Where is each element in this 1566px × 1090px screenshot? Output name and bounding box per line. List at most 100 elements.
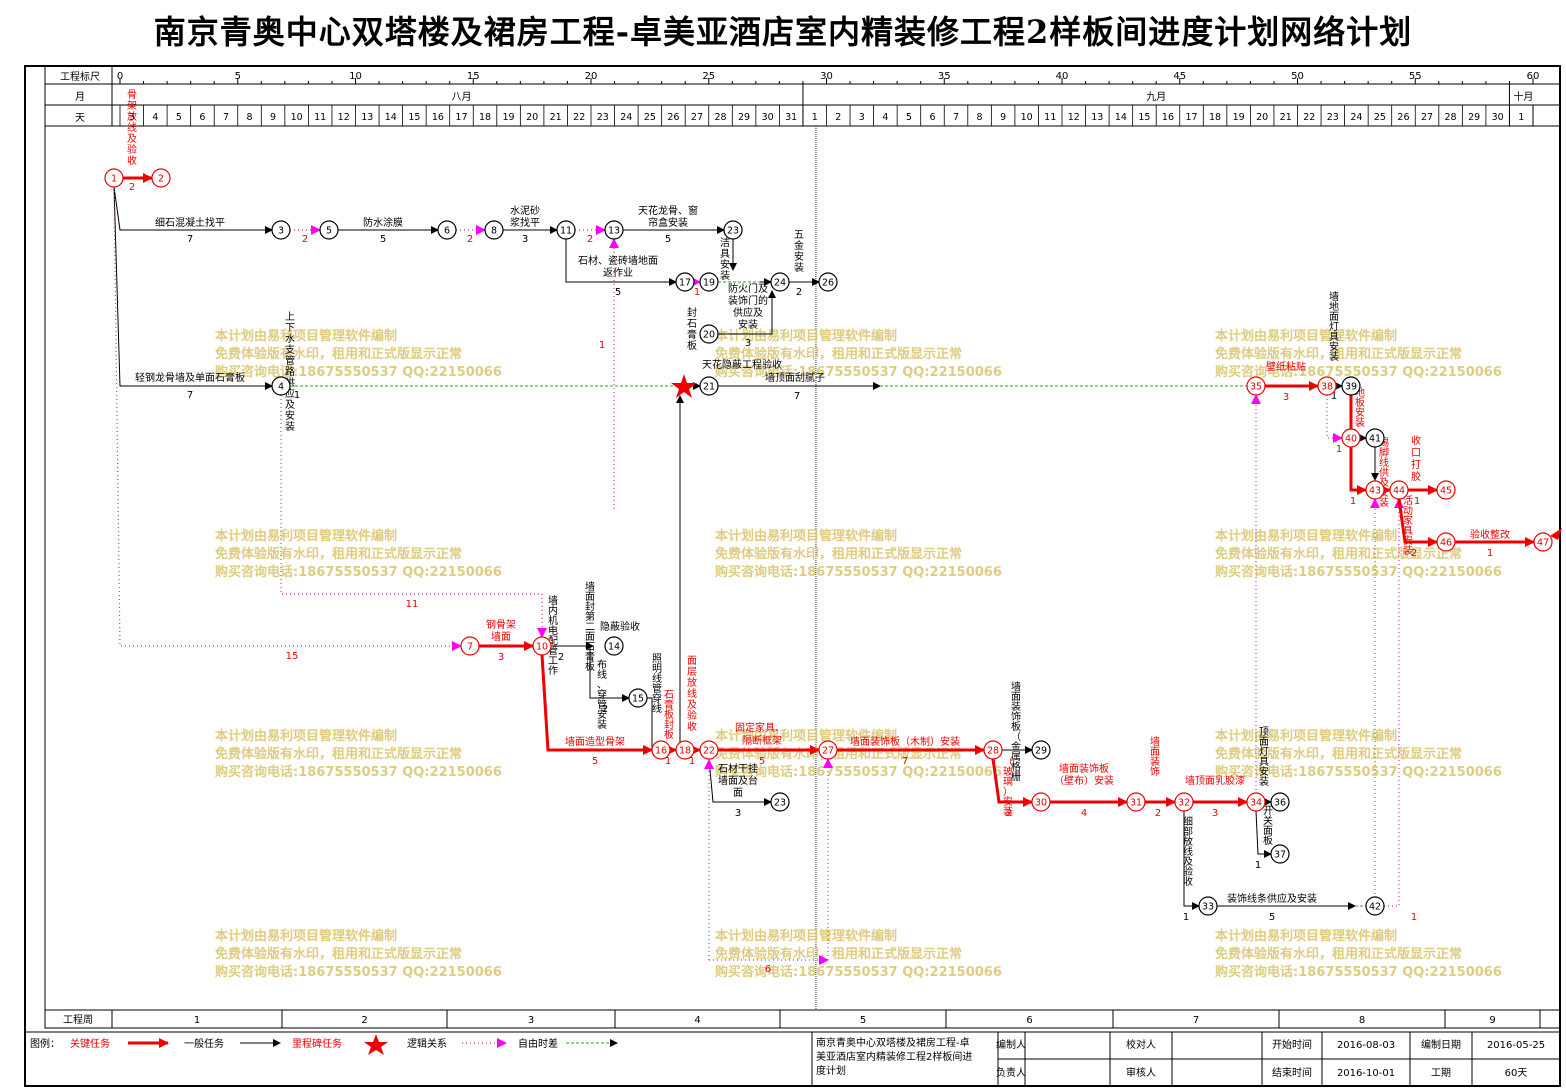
label-4: 管	[285, 354, 295, 367]
label-27-28: 墙面装饰板（木制）安装	[850, 735, 960, 748]
week-label: 8	[1359, 1015, 1365, 1026]
watermark-text: 免费体验版有水印，租用和正式版显示正常	[1215, 346, 1462, 362]
duration-15: 2	[602, 704, 608, 715]
node-label: 24	[774, 278, 786, 289]
node-33	[1198, 896, 1218, 916]
label-14: 面	[585, 632, 595, 643]
day-label: 1	[1518, 112, 1524, 123]
label-19-24: 安装	[738, 318, 758, 331]
node-label: 17	[679, 278, 691, 289]
node-label: 42	[1369, 902, 1381, 913]
label-22-27: 固定家具、	[735, 721, 785, 734]
label-43: 家	[1403, 514, 1413, 527]
day-label: 8	[247, 112, 253, 123]
duration-46-47: 1	[1487, 548, 1493, 559]
label-4: 应	[285, 387, 295, 400]
label-24-26: 安	[794, 250, 804, 263]
label-41: 踢	[1379, 437, 1389, 449]
duration-5-6: 5	[380, 234, 386, 245]
label-14: 二	[585, 622, 595, 633]
label-34-37: 开	[1263, 806, 1273, 817]
duration-34-37: 1	[1255, 860, 1261, 871]
label-16b: 板	[664, 708, 674, 721]
edge-28-30	[991, 758, 1033, 807]
label-19-24: 防火门及	[728, 282, 768, 295]
label-43: 活	[1403, 495, 1413, 507]
duration-44-45: 1	[1414, 496, 1420, 507]
footer-responsible-label: 负责人	[996, 1066, 1026, 1079]
node-47	[1533, 532, 1553, 552]
label-16: 线	[652, 702, 662, 715]
node-label: 39	[1345, 382, 1357, 393]
label-20: 膏	[687, 328, 697, 341]
node-23	[770, 792, 790, 812]
label-28-29: 属	[1011, 751, 1021, 763]
label-15: 布	[597, 659, 607, 671]
inner-frame	[44, 65, 1561, 1029]
label-22-23: 墙面及台	[718, 774, 758, 787]
footer-compile-date-value: 2016-05-25	[1487, 1040, 1545, 1051]
node-24	[770, 272, 790, 292]
day-label: 18	[1209, 112, 1221, 123]
node-label: 40	[1345, 434, 1357, 445]
label-28-29: （	[1011, 731, 1021, 743]
node-15	[628, 688, 648, 708]
node-23	[723, 220, 743, 240]
watermark-text: 购买咨询电话:18675550537 QQ:22150066	[715, 364, 1002, 380]
label-28-29: 面	[1011, 692, 1021, 703]
edge-10-16	[540, 654, 653, 755]
label-34-36: 安	[1259, 765, 1269, 778]
day-label: 16	[432, 112, 444, 123]
node-19	[699, 272, 719, 292]
duration-30-31: 4	[1081, 808, 1087, 819]
label-19-24: 装饰门的	[728, 294, 768, 307]
node-label: 6	[444, 226, 450, 237]
label-43: 具	[1403, 525, 1413, 537]
label-4: 安	[285, 409, 295, 422]
watermark-text: 本计划由易利项目管理软件编制	[1215, 728, 1397, 744]
label-23: 洁	[720, 236, 730, 249]
label-44-45: 口	[1411, 448, 1421, 459]
duration-31-32: 2	[1155, 808, 1161, 819]
label-30-31: （壁布）安装	[1054, 774, 1114, 787]
duration-35-38: 3	[1283, 392, 1289, 403]
label-16: 穿	[652, 692, 662, 705]
duration-42: 1	[1411, 912, 1417, 923]
scale-tick-label: 20	[585, 71, 598, 82]
node-label: 38	[1321, 382, 1333, 393]
day-label: 21	[1280, 112, 1292, 123]
node-13	[604, 220, 624, 240]
label-38: 墙	[1329, 290, 1339, 303]
label-14: 墙	[585, 580, 595, 593]
week-label: 3	[528, 1015, 534, 1026]
edge-42-44	[1384, 498, 1404, 907]
label-34-36: 面	[1259, 737, 1269, 748]
scale-tick-label: 15	[467, 71, 480, 82]
node-label: 21	[703, 382, 715, 393]
footer-reviewer-label: 校对人	[1126, 1038, 1156, 1051]
node-label: 23	[727, 226, 739, 237]
day-label: 11	[314, 112, 326, 123]
day-label: 14	[1115, 112, 1127, 123]
label-33-42: 装饰线条供应及安装	[1227, 892, 1317, 905]
watermark-text: 购买咨询电话:18675550537 QQ:22150066	[215, 564, 502, 580]
watermark-text: 购买咨询电话:18675550537 QQ:22150066	[715, 764, 1002, 780]
label-23: 安	[720, 258, 730, 271]
day-label: 21	[550, 112, 562, 123]
node-31	[1126, 792, 1146, 812]
day-label: 4	[152, 112, 158, 123]
week-label: 4	[694, 1015, 700, 1026]
node-label: 28	[987, 746, 999, 757]
label-10: 配	[548, 635, 558, 647]
node-label: 11	[560, 226, 572, 237]
node-label: 15	[632, 694, 644, 705]
day-label: 13	[1091, 112, 1103, 123]
node-18	[675, 740, 695, 760]
label-14: 面	[585, 592, 595, 603]
footer-compile-date-label: 编制日期	[1421, 1038, 1461, 1051]
day-label: 23	[1327, 112, 1339, 123]
label-22-27: 隔断框架	[742, 734, 782, 747]
label-15: 管	[597, 698, 607, 711]
